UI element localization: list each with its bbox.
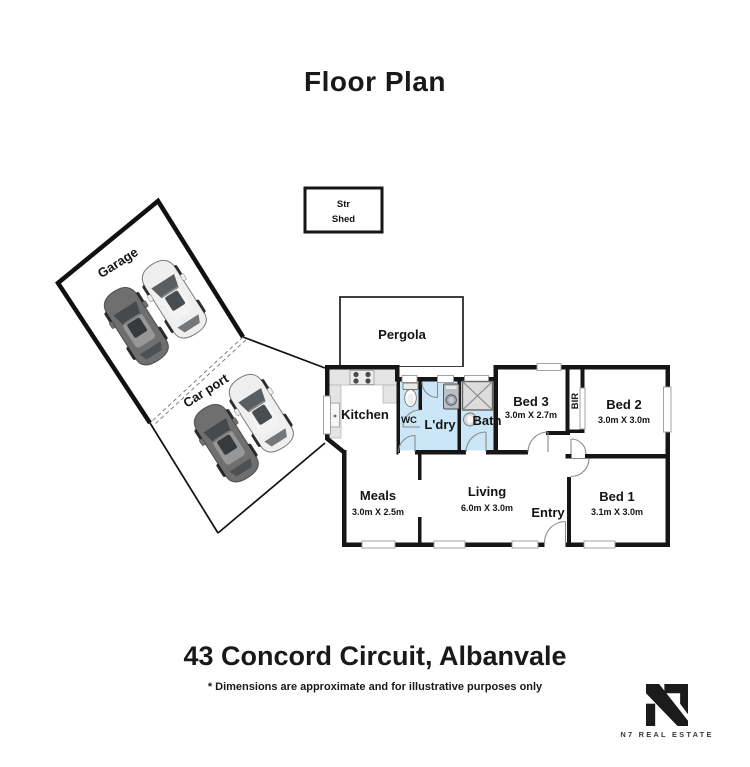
living-label: Living (468, 484, 506, 499)
bath-sink-icon (463, 412, 477, 427)
bir-label: BIR (570, 393, 581, 410)
n7-logo-icon (646, 684, 688, 726)
shed-label-line2: Shed (332, 214, 355, 225)
str-shed: Str Shed (303, 186, 384, 234)
company-name: N7 REAL ESTATE (620, 730, 714, 739)
kitchen-sink-icon (330, 402, 340, 428)
bed3-label: Bed 3 (513, 394, 548, 409)
meals-label: Meals (360, 488, 396, 503)
shed-label-line1: Str (337, 199, 351, 210)
living-dims: 6.0m X 3.0m (461, 503, 513, 513)
company-logo: N7 REAL ESTATE (600, 684, 734, 739)
main-house: Kitchen WC L'dry Bath Bed 3 3.0m X 2.7m … (323, 363, 672, 549)
bath-label: Bath (473, 413, 502, 428)
bed3-dims: 3.0m X 2.7m (505, 410, 557, 420)
stove-icon (349, 370, 375, 385)
disclaimer-text: * Dimensions are approximate and for ill… (207, 681, 543, 693)
kitchen-label: Kitchen (341, 407, 389, 422)
bed1-label: Bed 1 (599, 489, 634, 504)
toilet-icon (402, 382, 419, 407)
pergola-label: Pergola (378, 327, 426, 342)
windows (323, 363, 672, 549)
shower-icon (461, 380, 494, 411)
bed2-label: Bed 2 (606, 397, 641, 412)
wc-label: WC (401, 415, 417, 426)
meals-dims: 3.0m X 2.5m (352, 507, 404, 517)
bed1-dims: 3.1m X 3.0m (591, 507, 643, 517)
garage-carport: Garage Car port (55, 197, 326, 534)
garage-walls (55, 197, 245, 425)
bed2-dims: 3.0m X 3.0m (598, 415, 650, 425)
door-arcs (397, 381, 590, 543)
pergola: Pergola (339, 296, 464, 368)
laundry-label: L'dry (424, 417, 456, 432)
page-title: Floor Plan (304, 66, 446, 97)
washing-machine-icon (443, 383, 460, 410)
entry-label: Entry (531, 505, 565, 520)
address-heading: 43 Concord Circuit, Albanvale (183, 641, 567, 671)
